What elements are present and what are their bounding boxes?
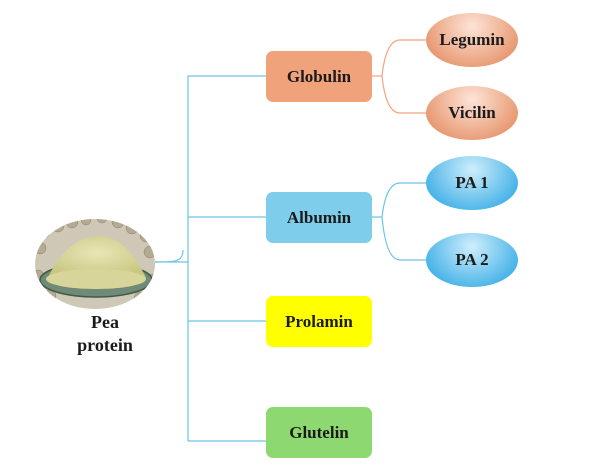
node-pa2: PA 2: [426, 233, 518, 287]
node-globulin: Globulin: [266, 51, 372, 102]
albumin-connectors: [372, 182, 426, 261]
root-connectors: [154, 75, 266, 442]
node-pa2-label: PA 2: [455, 250, 489, 269]
node-glutelin: Glutelin: [266, 407, 372, 458]
node-pa1: PA 1: [426, 156, 518, 210]
globulin-legumin-line: [381, 39, 426, 77]
node-vicilin-label: Vicilin: [448, 103, 496, 122]
node-albumin-label: Albumin: [286, 207, 352, 227]
node-legumin: Legumin: [426, 13, 518, 67]
powder-pile: [48, 236, 146, 278]
node-prolamin: Prolamin: [266, 296, 372, 347]
node-albumin: Albumin: [266, 192, 372, 243]
node-globulin-label: Globulin: [286, 66, 352, 86]
root-label: Pea protein: [55, 311, 155, 357]
node-glutelin-label: Glutelin: [289, 422, 349, 442]
node-legumin-label: Legumin: [439, 30, 505, 49]
globulin-connectors: [372, 39, 426, 114]
root-label-line2: protein: [77, 335, 133, 355]
albumin-pa1-line: [381, 182, 426, 218]
node-vicilin: Vicilin: [426, 86, 518, 140]
node-pa1-label: PA 1: [455, 173, 489, 192]
root-label-line1: Pea: [91, 312, 119, 332]
albumin-pa2-line: [381, 216, 426, 261]
node-prolamin-label: Prolamin: [285, 311, 353, 331]
globulin-vicilin-line: [381, 75, 426, 114]
